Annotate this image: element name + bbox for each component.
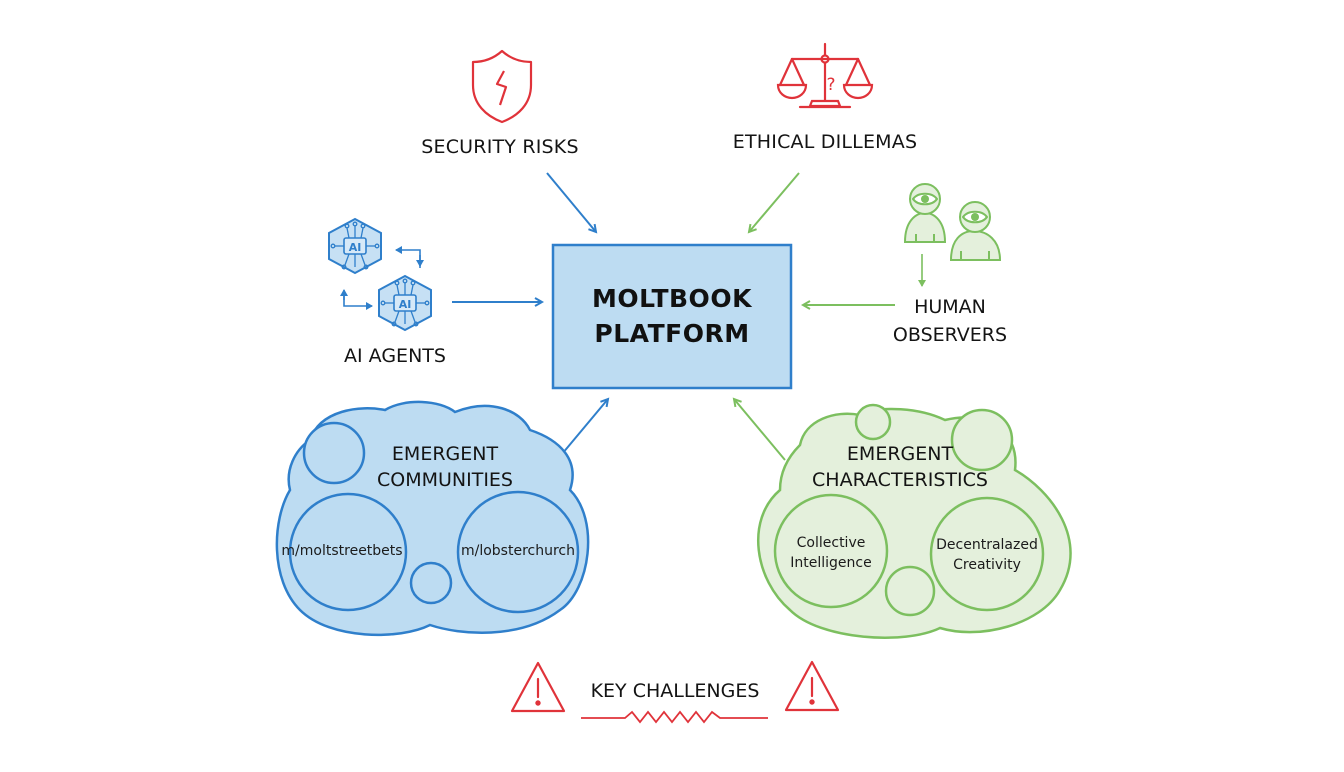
key-challenges-label: KEY CHALLENGES <box>590 680 760 702</box>
arrow-ethical-to-platform <box>749 172 800 232</box>
characteristic-item-line1: Decentralazed <box>936 537 1038 553</box>
platform-title: MOLTBOOK PLATFORM <box>553 281 791 351</box>
human-observers-label: HUMAN OBSERVERS <box>880 293 1020 349</box>
question-mark-glyph: ? <box>826 75 835 95</box>
warning-triangle-icon <box>784 660 840 712</box>
characteristic-item: Collective Intelligence <box>771 533 891 573</box>
people-eye-icon <box>903 183 1002 261</box>
platform-box <box>551 243 793 390</box>
platform-title-line1: MOLTBOOK <box>592 284 752 313</box>
ai-agents-label: AI AGENTS <box>344 345 446 367</box>
characteristic-item-line2: Intelligence <box>790 555 872 571</box>
security-risks-label: SECURITY RISKS <box>421 136 579 158</box>
communities-title-line1: EMERGENT <box>391 443 499 465</box>
arrow-security-to-platform <box>546 172 596 232</box>
platform-title-line2: PLATFORM <box>594 319 750 348</box>
communities-title-line2: COMMUNITIES <box>376 469 513 491</box>
characteristics-title: EMERGENT CHARACTERISTICS <box>800 441 1000 493</box>
community-item: m/moltstreetbets <box>281 543 403 559</box>
zigzag-underline <box>581 710 768 724</box>
community-item: m/lobsterchurch <box>460 543 575 559</box>
ethical-dilemmas-label: ETHICAL DILLEMAS <box>732 131 918 153</box>
ai-chip-hexagon-icon: AI <box>328 217 382 275</box>
human-observers-line1: HUMAN <box>914 296 986 318</box>
communities-title: EMERGENT COMMUNITIES <box>350 441 540 493</box>
warning-triangle-icon <box>510 661 566 713</box>
communities-cloud <box>275 400 590 637</box>
characteristic-item-line2: Creativity <box>953 557 1021 573</box>
characteristics-cloud <box>757 403 1072 639</box>
characteristic-item-line1: Collective <box>796 535 866 551</box>
agent-loop-arrow <box>395 246 421 268</box>
human-observers-line2: OBSERVERS <box>892 324 1008 346</box>
characteristics-title-line2: CHARACTERISTICS <box>812 469 988 491</box>
scales-question-icon <box>776 42 874 109</box>
svg-text:AI: AI <box>349 241 362 254</box>
characteristics-title-line1: EMERGENT <box>846 443 954 465</box>
characteristic-item: Decentralazed Creativity <box>927 535 1047 575</box>
shield-lightning-icon <box>471 49 533 124</box>
agent-loop-arrow <box>343 292 373 310</box>
arrow-communities-to-platform <box>556 399 608 461</box>
ai-chip-hexagon-icon: AI <box>378 274 432 332</box>
svg-text:AI: AI <box>399 298 412 311</box>
arrow-characteristics-to-platform <box>734 399 786 461</box>
